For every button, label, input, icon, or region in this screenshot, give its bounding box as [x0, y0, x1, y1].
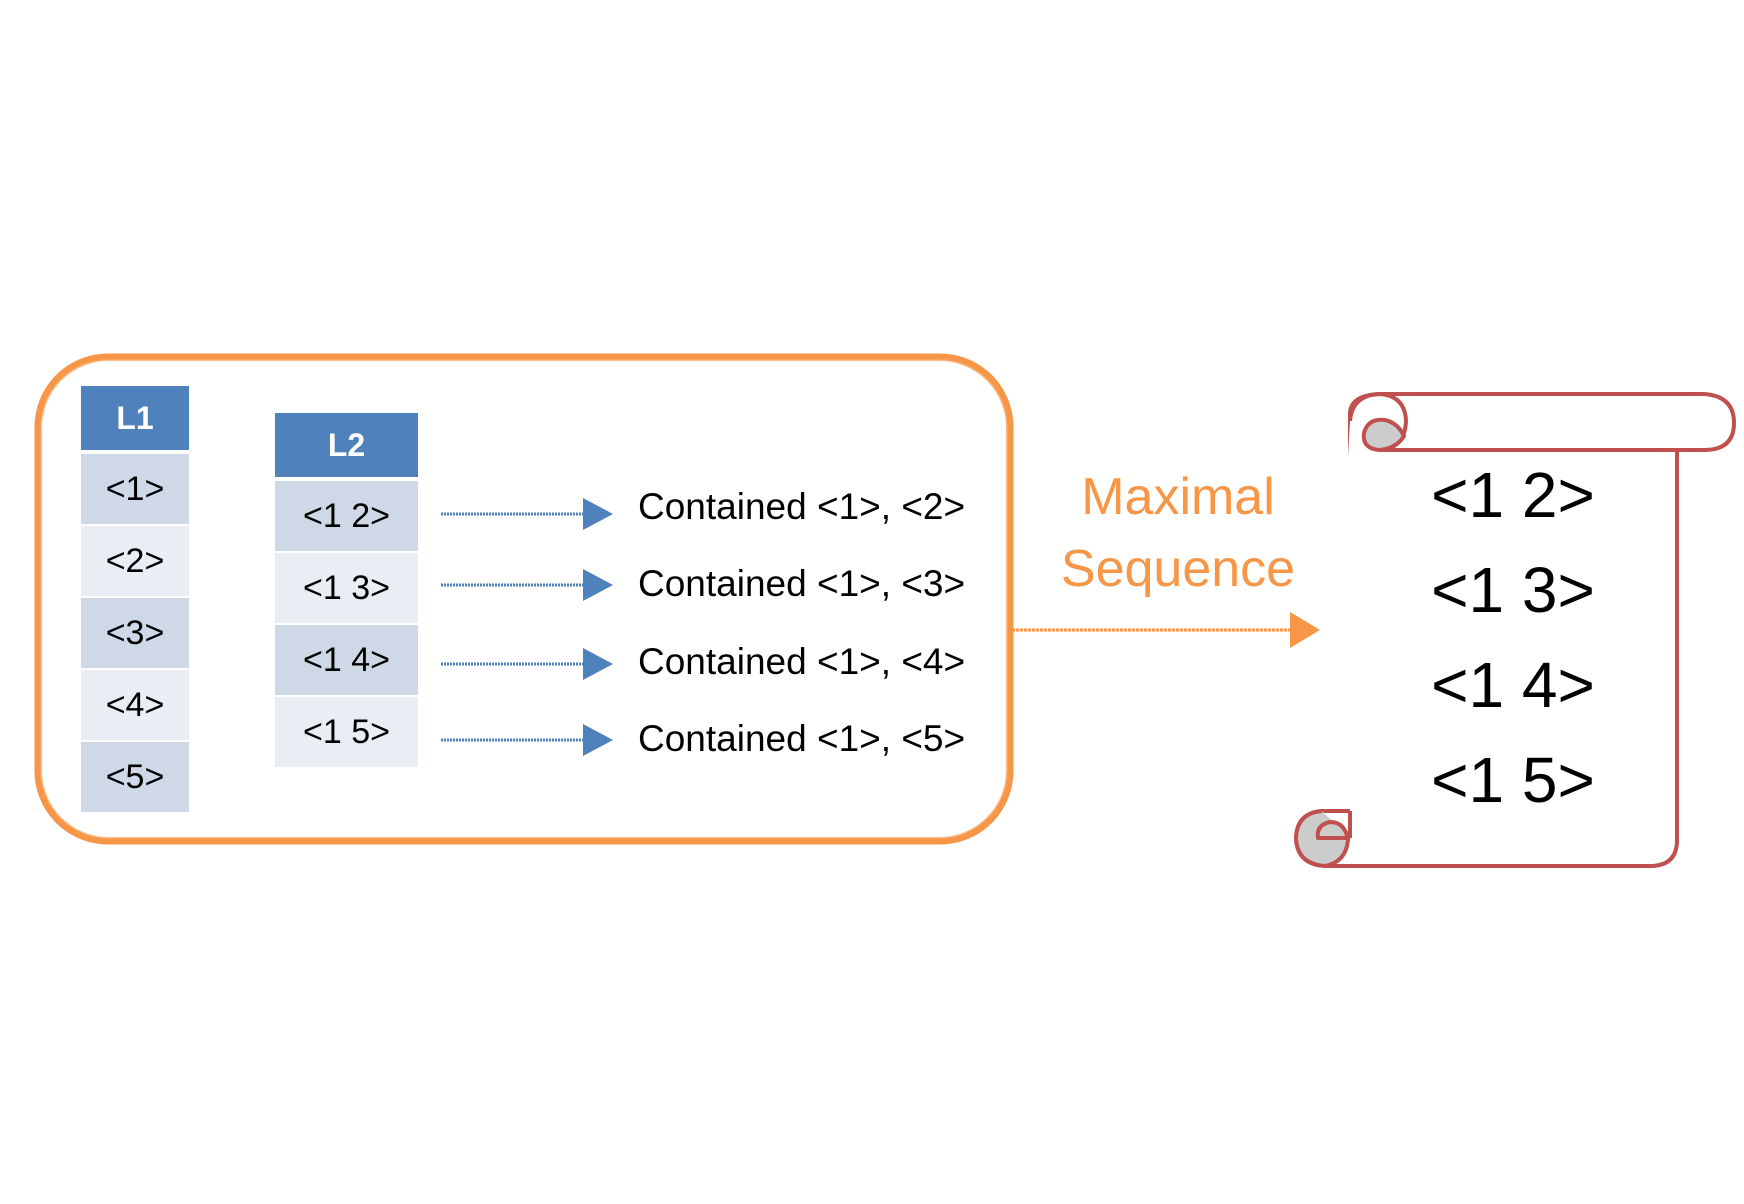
candidate-frame: [34, 353, 1014, 845]
contained-note: Contained <1>, <3>: [638, 563, 966, 604]
maximal-label-line2: Sequence: [1060, 540, 1296, 598]
l2-row: <1 3>: [275, 553, 418, 625]
candidate-frame-glow: [40, 359, 1008, 839]
result-sequence: <1 2>: [1431, 459, 1595, 531]
contain-arrow-4: [441, 724, 613, 756]
l2-row: <1 4>: [275, 625, 418, 697]
l1-row: <5>: [81, 742, 189, 814]
l1-row: <1>: [81, 454, 189, 526]
contained-note: Contained <1>, <4>: [638, 641, 966, 682]
maximal-arrow: [1012, 612, 1320, 648]
l1-row: <4>: [81, 670, 189, 742]
contained-note: Contained <1>, <5>: [638, 718, 966, 759]
l2-header: L2: [275, 413, 418, 481]
contain-arrow-2: [441, 569, 613, 601]
result-sequence: <1 5>: [1431, 744, 1595, 816]
scroll-icon: [1294, 392, 1736, 868]
contain-arrow-3: [441, 648, 613, 680]
result-sequence: <1 4>: [1431, 649, 1595, 721]
l1-header: L1: [81, 386, 189, 454]
l2-table: L2 <1 2> <1 3> <1 4> <1 5>: [275, 413, 418, 769]
l2-row: <1 2>: [275, 481, 418, 553]
l1-table: L1 <1> <2> <3> <4> <5>: [81, 386, 189, 814]
l1-row: <3>: [81, 598, 189, 670]
l1-row: <2>: [81, 526, 189, 598]
contain-arrows: [441, 498, 613, 756]
maximal-sequence-label: Maximal Sequence: [1028, 461, 1328, 605]
l2-row: <1 5>: [275, 697, 418, 769]
contained-note: Contained <1>, <2>: [638, 486, 966, 527]
contain-arrow-1: [441, 498, 613, 530]
maximal-label-line1: Maximal: [1081, 468, 1275, 526]
result-sequence: <1 3>: [1431, 554, 1595, 626]
